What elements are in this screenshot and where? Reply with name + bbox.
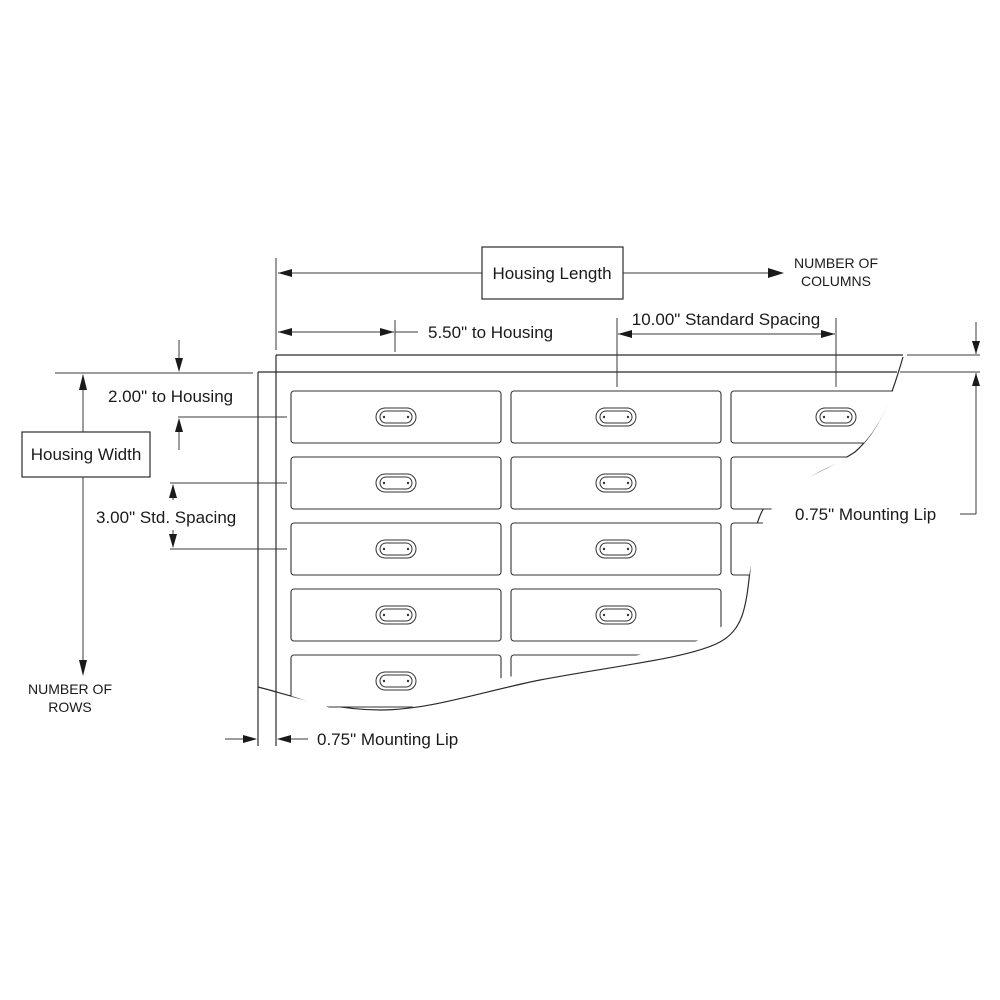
rows-label-line2: ROWS bbox=[48, 699, 92, 715]
arrow-up-icon bbox=[79, 374, 87, 390]
drawer-row-5 bbox=[290, 654, 722, 708]
arrow-down-icon bbox=[169, 534, 177, 548]
arrow-right-icon bbox=[768, 268, 784, 278]
top-to-housing-label: 2.00" to Housing bbox=[108, 387, 233, 406]
arrow-left-icon bbox=[277, 735, 291, 743]
housing-width-box bbox=[21, 431, 151, 478]
housing-length-box bbox=[481, 246, 624, 300]
drawer-handle-icon bbox=[375, 407, 417, 427]
column-spacing-label: 10.00" Standard Spacing bbox=[632, 310, 820, 329]
top-to-housing-dimension: 2.00" to Housing bbox=[108, 340, 287, 450]
drawer-handle-icon bbox=[375, 671, 417, 691]
drawer-handle-icon bbox=[375, 473, 417, 493]
drawer-row-4 bbox=[290, 588, 722, 642]
drawer-handle-icon bbox=[595, 407, 637, 427]
handles bbox=[375, 407, 857, 691]
right-mounting-lip-dimension: 0.75" Mounting Lip bbox=[795, 322, 980, 524]
drawer-handle-icon bbox=[815, 407, 857, 427]
drawer[interactable] bbox=[730, 522, 941, 576]
drawer-handle-icon bbox=[595, 473, 637, 493]
column-spacing-dimension: 10.00" Standard Spacing bbox=[616, 310, 837, 387]
housing-length-label: Housing Length bbox=[492, 264, 611, 283]
drawer[interactable] bbox=[510, 654, 722, 708]
bottom-mounting-lip-label: 0.75" Mounting Lip bbox=[317, 730, 458, 749]
drawer-handle-icon bbox=[375, 605, 417, 625]
row-spacing-dimension: 3.00" Std. Spacing bbox=[96, 482, 287, 550]
arrow-down-icon bbox=[175, 358, 183, 372]
arrow-down-icon bbox=[972, 341, 980, 354]
arrow-right-icon bbox=[821, 330, 835, 338]
housing-length-dimension: Housing Length NUMBER OF COLUMNS bbox=[275, 246, 878, 350]
right-mounting-lip-label: 0.75" Mounting Lip bbox=[795, 505, 936, 524]
arrow-right-icon bbox=[243, 735, 257, 743]
arrow-right-icon bbox=[380, 328, 394, 336]
arrow-up-icon bbox=[169, 484, 177, 498]
row-spacing-label: 3.00" Std. Spacing bbox=[96, 508, 236, 527]
columns-label-line1: NUMBER OF bbox=[794, 255, 878, 271]
arrow-left-icon bbox=[278, 328, 292, 336]
housing-width-label: Housing Width bbox=[31, 445, 142, 464]
drawer-grid bbox=[290, 390, 941, 708]
drawer-handle-icon bbox=[595, 605, 637, 625]
left-to-housing-label: 5.50" to Housing bbox=[428, 323, 553, 342]
arrow-up-icon bbox=[972, 373, 980, 386]
arrow-up-icon bbox=[175, 418, 183, 432]
left-to-housing-dimension: 5.50" to Housing bbox=[278, 320, 553, 352]
bottom-mounting-lip-dimension: 0.75" Mounting Lip bbox=[225, 730, 458, 749]
housing-width-dimension: Housing Width NUMBER OF ROWS bbox=[21, 372, 253, 715]
rows-label-line1: NUMBER OF bbox=[28, 681, 112, 697]
drawer-handle-icon bbox=[375, 539, 417, 559]
arrow-down-icon bbox=[79, 660, 87, 676]
columns-label-line2: COLUMNS bbox=[801, 273, 871, 289]
arrow-left-icon bbox=[278, 269, 292, 277]
drawer-handle-icon bbox=[595, 539, 637, 559]
arrow-left-icon bbox=[618, 330, 632, 338]
drawer[interactable] bbox=[730, 456, 941, 510]
